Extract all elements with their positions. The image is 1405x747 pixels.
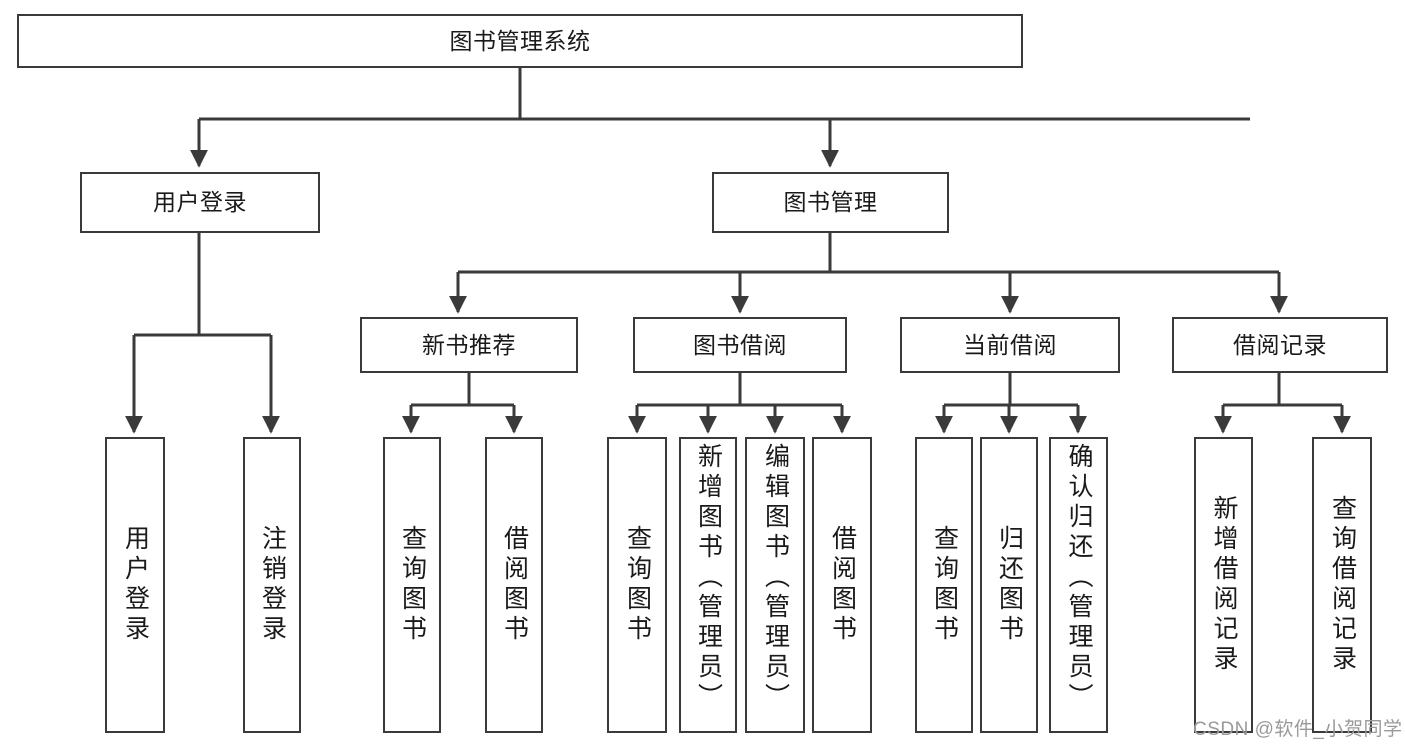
node-label: 图书管理 xyxy=(783,189,878,216)
node-book-borrow[interactable]: 图书借阅 xyxy=(633,317,847,373)
node-label: 用户登录 xyxy=(121,525,150,645)
node-label: 新增图书（管理员） xyxy=(694,443,723,713)
node-label: 查询借阅记录 xyxy=(1328,495,1357,675)
leaf-borrow-record-add[interactable]: 新增借阅记录 xyxy=(1194,437,1253,733)
node-label: 当前借阅 xyxy=(963,331,1057,358)
leaf-book-borrow-query[interactable]: 查询图书 xyxy=(607,437,667,733)
node-current-borrow[interactable]: 当前借阅 xyxy=(900,317,1120,373)
leaf-book-borrow-add[interactable]: 新增图书（管理员） xyxy=(679,437,737,733)
node-book-management[interactable]: 图书管理 xyxy=(712,172,949,233)
leaf-book-borrow-borrow[interactable]: 借阅图书 xyxy=(812,437,872,733)
node-borrow-record[interactable]: 借阅记录 xyxy=(1172,317,1388,373)
node-label: 借阅图书 xyxy=(828,525,857,645)
node-user-login[interactable]: 用户登录 xyxy=(80,172,320,233)
node-label: 注销登录 xyxy=(258,525,287,645)
node-label: 图书管理系统 xyxy=(449,27,591,54)
node-label: 归还图书 xyxy=(995,525,1024,645)
node-label: 查询图书 xyxy=(930,525,959,645)
node-label: 新增借阅记录 xyxy=(1210,495,1238,675)
node-label: 借阅图书 xyxy=(500,525,529,645)
node-label: 编辑图书（管理员） xyxy=(761,443,790,713)
leaf-new-book-query[interactable]: 查询图书 xyxy=(383,437,441,733)
leaf-current-borrow-return[interactable]: 归还图书 xyxy=(980,437,1038,733)
node-label: 新书推荐 xyxy=(422,331,516,358)
node-label: 图书借阅 xyxy=(693,331,787,358)
node-label: 查询图书 xyxy=(623,525,652,645)
node-new-book-recommend[interactable]: 新书推荐 xyxy=(360,317,578,373)
leaf-borrow-record-query[interactable]: 查询借阅记录 xyxy=(1312,437,1372,733)
leaf-user-login-logout[interactable]: 注销登录 xyxy=(243,437,301,733)
watermark-text: CSDN @软件_小贺同学 xyxy=(1193,719,1403,740)
node-label: 借阅记录 xyxy=(1233,331,1327,358)
node-root-system[interactable]: 图书管理系统 xyxy=(17,14,1023,68)
leaf-user-login-login[interactable]: 用户登录 xyxy=(105,437,165,733)
leaf-current-borrow-query[interactable]: 查询图书 xyxy=(915,437,973,733)
leaf-book-borrow-edit[interactable]: 编辑图书（管理员） xyxy=(745,437,805,733)
node-label: 查询图书 xyxy=(398,525,427,645)
node-label: 确认归还（管理员） xyxy=(1065,443,1093,713)
node-label: 用户登录 xyxy=(153,189,247,216)
leaf-current-borrow-confirm-return[interactable]: 确认归还（管理员） xyxy=(1049,437,1108,733)
leaf-new-book-borrow[interactable]: 借阅图书 xyxy=(485,437,543,733)
